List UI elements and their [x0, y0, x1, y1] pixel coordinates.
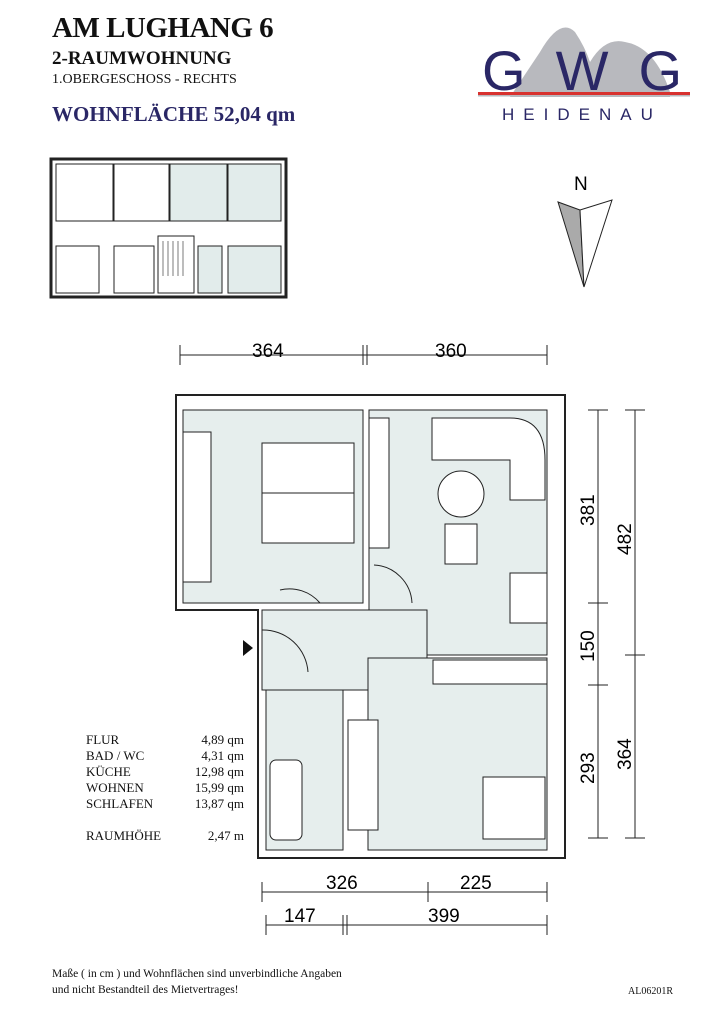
logo-city: HEIDENAU	[502, 105, 662, 124]
disclaimer-line-2: und nicht Bestandteil des Mietvertrages!	[52, 984, 239, 996]
page-title: AM LUGHANG 6	[52, 12, 274, 44]
dim-bottom-1a: 326	[326, 873, 358, 894]
dim-top-left: 364	[252, 341, 284, 362]
room-flur	[261, 609, 428, 691]
room-name: WOHNEN	[86, 780, 144, 795]
room-area: 15,99 qm	[194, 780, 244, 795]
apartment-type: 2-RAUMWOHNUNG	[52, 48, 232, 69]
room-name: KÜCHE	[86, 764, 131, 779]
plan-code: AL06201R	[628, 986, 673, 997]
dim-bottom-1b: 225	[460, 873, 492, 894]
room-area: 13,87 qm	[194, 796, 244, 811]
logo-grey-line	[478, 95, 690, 97]
living-area: WOHNFLÄCHE 52,04 qm	[52, 102, 296, 126]
room-height-row: RAUMHÖHE 2,47 m	[86, 828, 244, 844]
dim-bottom-2b: 399	[428, 906, 460, 927]
building-overview-plan	[49, 157, 288, 299]
dim-outer-1: 482	[615, 523, 636, 555]
room-row: SCHLAFEN 13,87 qm	[86, 796, 244, 812]
dim-top-right: 360	[435, 341, 467, 362]
dim-right-1: 381	[578, 494, 599, 526]
room-row: BAD / WC 4,31 qm	[86, 748, 244, 764]
north-arrow: N	[557, 174, 613, 288]
logo-mountain	[510, 27, 670, 97]
room-area-list: FLUR 4,89 qm BAD / WC 4,31 qm KÜCHE 12,98 q…	[86, 732, 244, 844]
north-label: N	[574, 174, 588, 195]
logo-letters: G W G	[482, 39, 682, 102]
room-height-label: RAUMHÖHE	[86, 828, 162, 843]
gwg-logo: G W G HEIDENAU	[478, 27, 690, 124]
room-area: 4,89 qm	[201, 732, 244, 747]
dim-outer-2: 364	[615, 738, 636, 770]
room-name: BAD / WC	[86, 748, 145, 763]
room-name: FLUR	[86, 732, 120, 747]
room-row: KÜCHE 12,98 qm	[86, 764, 244, 780]
room-height-value: 2,47 m	[207, 828, 244, 843]
dim-right-2: 150	[578, 630, 599, 662]
room-name: SCHLAFEN	[86, 796, 154, 811]
disclaimer: Maße ( in cm ) und Wohnflächen sind unve…	[52, 966, 342, 998]
room-area: 4,31 qm	[201, 748, 244, 763]
floor-location: 1.OBERGESCHOSS - RECHTS	[52, 72, 237, 87]
room-row: FLUR 4,89 qm	[86, 732, 244, 748]
dim-right-3: 293	[578, 752, 599, 784]
entrance-arrow-icon	[243, 640, 253, 656]
disclaimer-line-1: Maße ( in cm ) und Wohnflächen sind unve…	[52, 968, 342, 980]
dim-bottom-2a: 147	[284, 906, 316, 927]
logo-red-line	[478, 92, 690, 95]
sofa	[431, 417, 546, 501]
room-row: WOHNEN 15,99 qm	[86, 780, 244, 796]
apartment-floor-plan: 364 360 381 150 293 482 364 326 225 147 …	[175, 341, 645, 935]
room-area: 12,98 qm	[194, 764, 244, 779]
